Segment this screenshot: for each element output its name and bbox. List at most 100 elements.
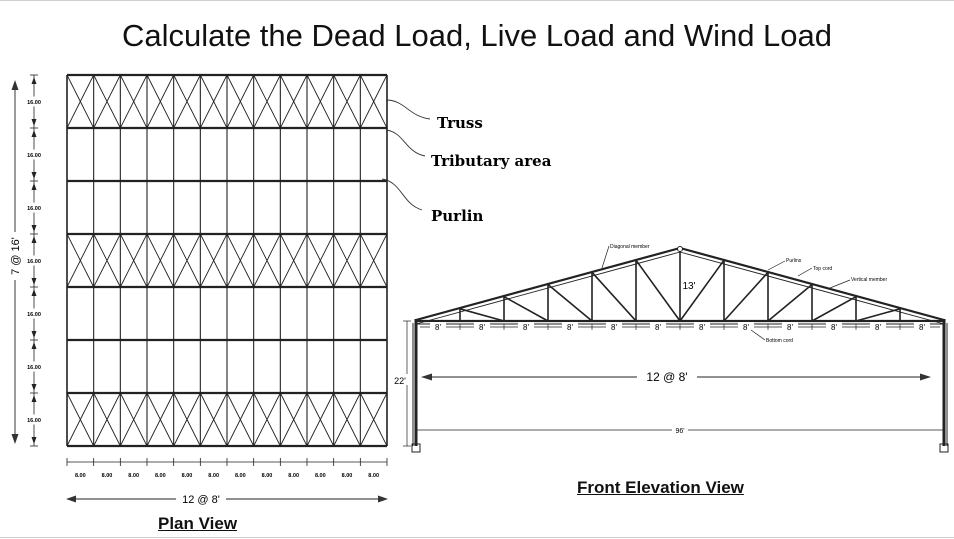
plan-left-dim-arrow bbox=[31, 77, 37, 84]
plan-x-brace bbox=[253, 392, 281, 447]
plan-x-brace bbox=[66, 74, 95, 129]
plan-left-dim-arrow bbox=[31, 236, 37, 243]
vertical-member-label: Vertical member bbox=[851, 277, 887, 283]
plan-x-brace bbox=[146, 233, 175, 288]
panel-dim-label: 8' bbox=[743, 323, 749, 332]
plan-x-brace bbox=[333, 392, 361, 447]
plan-col-dim-label: 8.00 bbox=[262, 473, 273, 479]
right-base-plate bbox=[939, 443, 949, 453]
truss-diagonal-member bbox=[635, 259, 681, 322]
plan-col-dim-label: 8.00 bbox=[342, 473, 353, 479]
truss-diagonal-member bbox=[723, 271, 769, 322]
panel-dim-label: 8' bbox=[479, 323, 485, 332]
plan-col-dim-label: 8.00 bbox=[75, 473, 86, 479]
plan-x-brace bbox=[93, 392, 121, 447]
plan-row-dim-label: 16.00 bbox=[27, 365, 41, 371]
plan-col-dim-label: 8.00 bbox=[128, 473, 139, 479]
plan-left-dim-label-bg bbox=[23, 202, 45, 213]
diagonal-member-label: Diagonal member bbox=[610, 244, 650, 250]
height-dim-label: 22' bbox=[394, 376, 406, 386]
plan-row-dim-label: 16.00 bbox=[27, 312, 41, 318]
top-chord-right bbox=[679, 246, 945, 322]
plan-x-brace bbox=[333, 233, 361, 288]
panel-dim-label: 8' bbox=[567, 323, 573, 332]
plan-x-brace bbox=[279, 74, 308, 129]
plan-x-brace bbox=[279, 233, 308, 288]
panel-dim-label-bg bbox=[474, 322, 490, 331]
truss-diagonal-member bbox=[503, 295, 549, 322]
plan-row-dim-label: 16.00 bbox=[27, 100, 41, 106]
plan-left-dim-arrow bbox=[31, 331, 37, 338]
tributary-area-callout-label: Tributary area bbox=[431, 152, 552, 170]
front-elevation-drawing: 8'8'8'8'8'8'8'8'8'8'8'8'13'Diagonal memb… bbox=[392, 244, 949, 453]
truss-diagonal-member bbox=[459, 308, 505, 322]
plan-col-dim-label: 8.00 bbox=[155, 473, 166, 479]
plan-col-dim-label: 8.00 bbox=[368, 473, 379, 479]
plan-row-dim-label: 16.00 bbox=[27, 206, 41, 212]
purlins-leader bbox=[767, 260, 786, 271]
plan-width-arrow-right bbox=[378, 495, 388, 503]
panel-dim-label: 8' bbox=[831, 323, 837, 332]
top-chord-left-edge bbox=[415, 251, 681, 325]
span-label-bg bbox=[637, 368, 697, 385]
plan-x-brace bbox=[173, 392, 201, 447]
plan-left-dim-label-bg bbox=[23, 414, 45, 425]
front-elevation-caption: Front Elevation View bbox=[577, 478, 744, 497]
plan-col-dim-label: 8.00 bbox=[208, 473, 219, 479]
plan-left-dim-label-bg bbox=[23, 96, 45, 107]
plan-x-brace bbox=[199, 233, 228, 288]
plan-x-brace bbox=[146, 74, 175, 129]
panel-dim-label-bg bbox=[870, 322, 886, 331]
purlin-leader-line bbox=[381, 178, 423, 211]
plan-side-label-bg bbox=[8, 232, 22, 280]
panel-dim-label-bg bbox=[914, 322, 930, 331]
panel-dim-label: 8' bbox=[875, 323, 881, 332]
panel-dim-label: 8' bbox=[655, 323, 661, 332]
plan-x-brace bbox=[306, 74, 335, 129]
plan-left-dim-label-bg bbox=[23, 149, 45, 160]
plan-x-brace bbox=[66, 233, 95, 288]
diagonal-member-leader bbox=[601, 245, 610, 269]
height-dim-label-bg bbox=[392, 374, 408, 385]
top-cord-label: Top cord bbox=[813, 266, 832, 272]
truss-diagonal-member bbox=[767, 283, 813, 322]
panel-dim-label-bg bbox=[738, 322, 754, 331]
left-base-plate bbox=[411, 443, 421, 453]
truss-diagonal-member bbox=[679, 259, 725, 322]
panel-dim-label-bg bbox=[694, 322, 710, 331]
purlins-label: Purlins bbox=[786, 258, 802, 264]
plan-left-dim-label-bg bbox=[23, 255, 45, 266]
plan-left-dim-arrow bbox=[31, 278, 37, 285]
plan-left-dim-arrow bbox=[31, 437, 37, 444]
plan-x-brace bbox=[306, 392, 335, 447]
total-dim-label: 96' bbox=[675, 428, 684, 435]
bottom-cord-leader bbox=[750, 329, 766, 341]
ridge-node bbox=[677, 246, 683, 252]
bottom-cord-label: Bottom cord bbox=[766, 338, 793, 344]
panel-dim-label-bg bbox=[606, 322, 622, 331]
panel-dim-label-bg bbox=[430, 322, 446, 331]
panel-dim-label-bg bbox=[782, 322, 798, 331]
plan-left-dim-arrow bbox=[31, 119, 37, 126]
plan-bottom-label-bg bbox=[176, 491, 226, 507]
plan-left-dim-label-bg bbox=[23, 308, 45, 319]
truss-leader-line bbox=[385, 99, 431, 120]
plan-x-brace bbox=[66, 392, 95, 447]
plan-x-brace bbox=[119, 392, 148, 447]
top-divider bbox=[0, 0, 954, 1]
plan-x-brace bbox=[173, 233, 201, 288]
panel-dim-label: 8' bbox=[919, 323, 925, 332]
panel-dim-label: 8' bbox=[787, 323, 793, 332]
plan-bottom-label: 12 @ 8' bbox=[182, 494, 220, 506]
plan-x-brace bbox=[226, 74, 255, 129]
span-arrow-right bbox=[920, 373, 931, 381]
panel-dim-label-bg bbox=[562, 322, 578, 331]
plan-x-brace bbox=[199, 74, 228, 129]
tributary-leader-line bbox=[385, 129, 426, 157]
top-cord-leader bbox=[797, 267, 813, 277]
plan-x-brace bbox=[173, 74, 201, 129]
plan-left-dim-arrow bbox=[31, 384, 37, 391]
purlin-callout-label: Purlin bbox=[431, 207, 483, 225]
span-arrow-left bbox=[421, 373, 432, 381]
bottom-divider bbox=[0, 537, 954, 538]
